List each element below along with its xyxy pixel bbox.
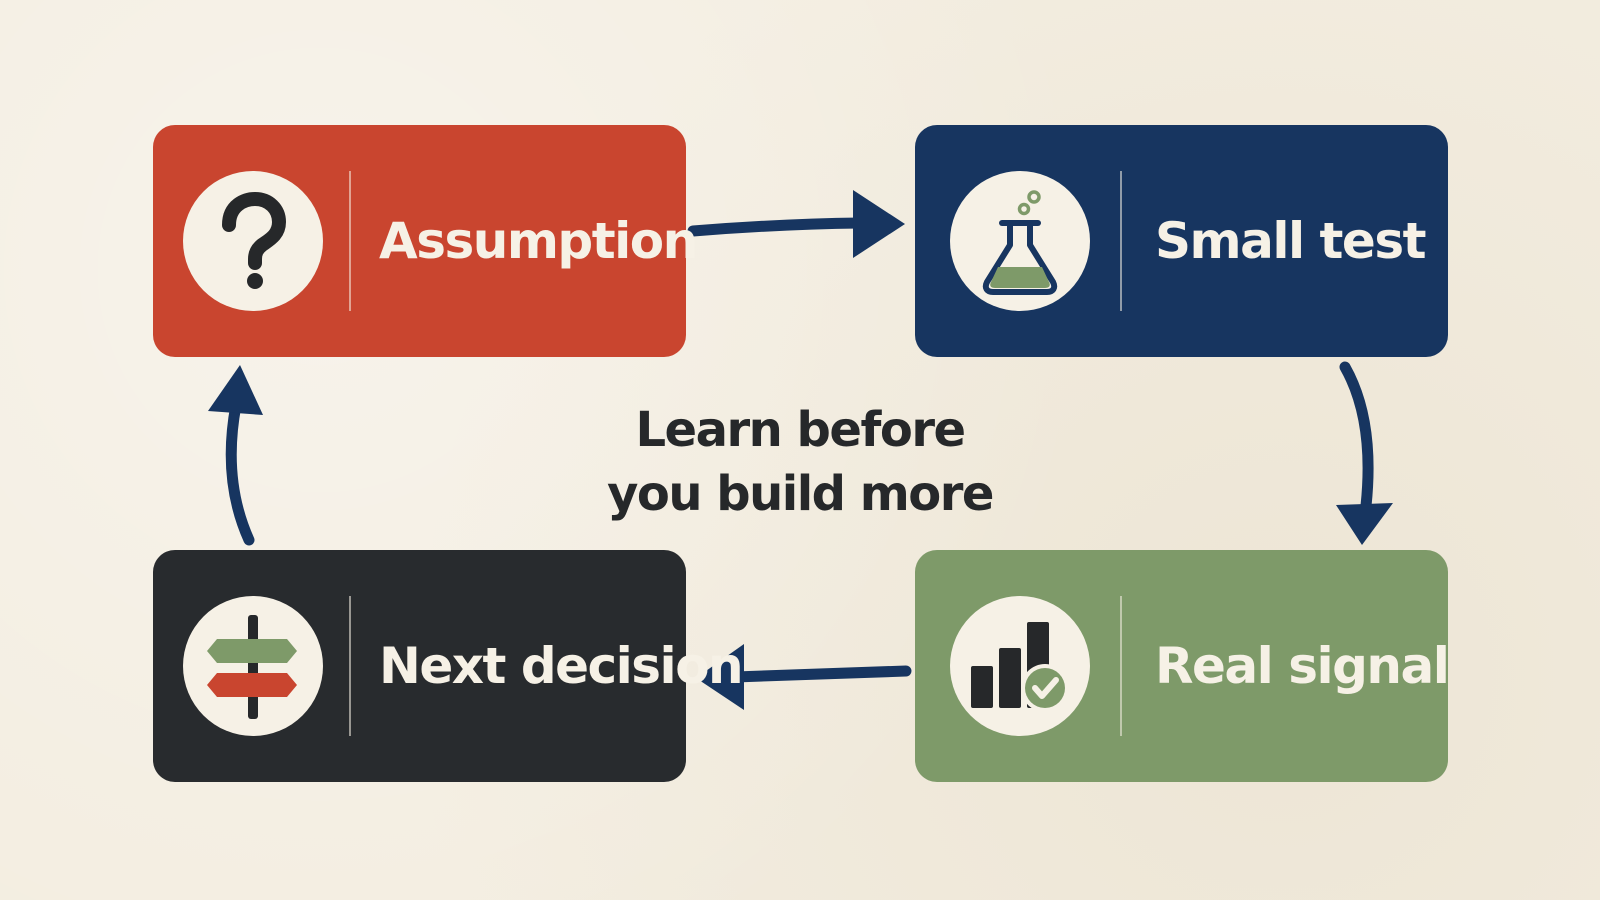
icon-circle bbox=[183, 596, 323, 736]
center-caption: Learn before you build more bbox=[560, 398, 1040, 526]
step-label-next-decision: Next decision bbox=[379, 637, 744, 695]
step-card-assumption: Assumption bbox=[153, 125, 698, 357]
flask-icon bbox=[982, 190, 1058, 295]
arrow-real-signal-to-next-decision bbox=[696, 644, 912, 710]
step-label-real-signal: Real signal bbox=[1155, 637, 1450, 695]
bar-chart-check-icon bbox=[971, 622, 1069, 712]
icon-circle bbox=[950, 171, 1090, 311]
arrow-small-test-to-real-signal bbox=[1336, 361, 1393, 545]
step-card-real-signal: Real signal bbox=[915, 550, 1450, 782]
card-divider bbox=[349, 171, 351, 311]
question-mark-icon bbox=[222, 192, 286, 289]
card-divider bbox=[1120, 171, 1122, 311]
center-caption-line-1: Learn before bbox=[635, 402, 966, 458]
arrow-assumption-to-small-test bbox=[687, 190, 905, 258]
step-card-small-test: Small test bbox=[915, 125, 1448, 357]
card-divider bbox=[349, 596, 351, 736]
step-card-next-decision: Next decision bbox=[153, 550, 744, 782]
card-divider bbox=[1120, 596, 1122, 736]
icon-circle bbox=[183, 171, 323, 311]
icon-circle bbox=[950, 596, 1090, 736]
signpost-icon bbox=[207, 615, 297, 719]
step-label-assumption: Assumption bbox=[379, 212, 698, 270]
arrow-next-decision-to-assumption bbox=[208, 365, 263, 546]
center-caption-line-2: you build more bbox=[607, 466, 994, 522]
step-label-small-test: Small test bbox=[1155, 212, 1427, 270]
